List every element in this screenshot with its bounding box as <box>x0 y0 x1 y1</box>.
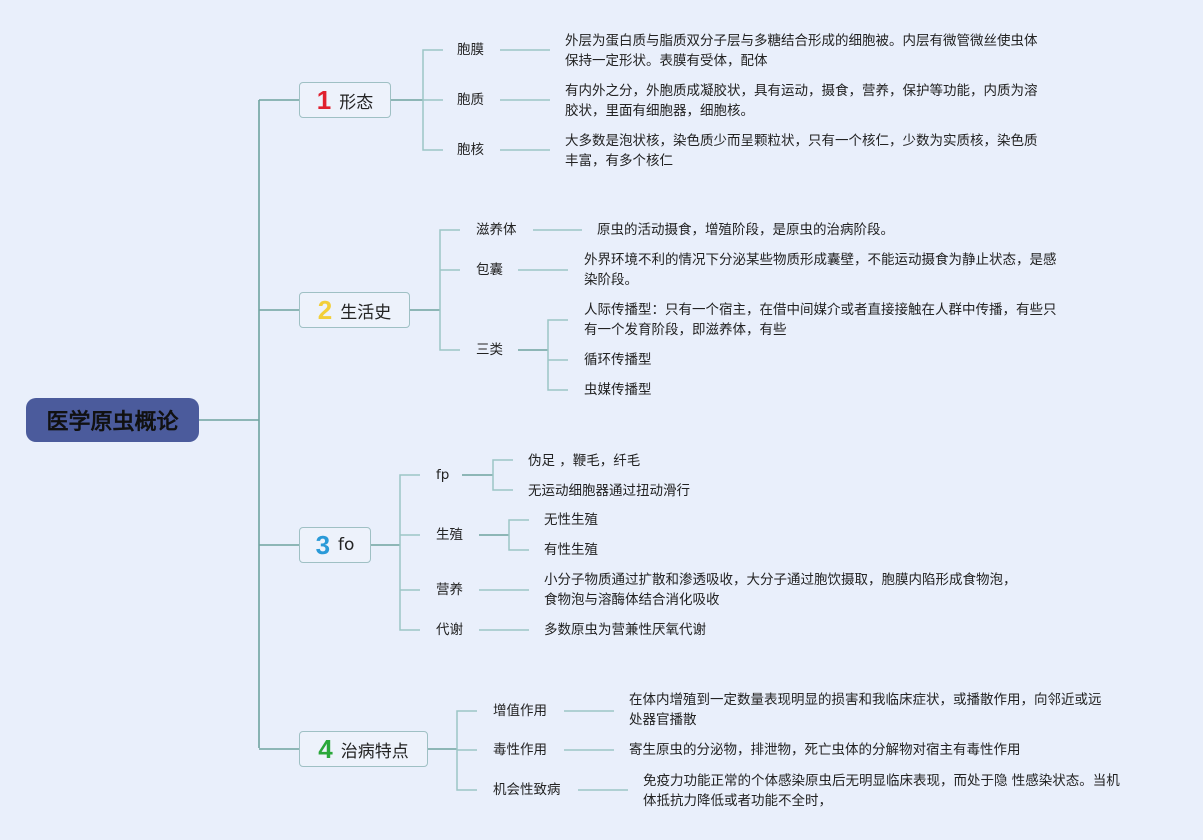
number-2-icon: 2 <box>317 294 333 325</box>
node-reproduction[interactable]: 生殖 <box>436 527 463 543</box>
node-three-types[interactable]: 三类 <box>476 342 503 358</box>
desc-line: 丰富，有多个核仁 <box>565 153 673 169</box>
branch-label: 生活史 <box>340 302 392 323</box>
sub-item: 无性生殖 <box>544 512 598 528</box>
desc-line: 处器官播散 <box>629 712 697 728</box>
desc-line: 原虫的活动摄食，增殖阶段，是原虫的治病阶段。 <box>597 222 894 238</box>
number-3-icon: 3 <box>315 529 331 560</box>
node-metabolism[interactable]: 代谢 <box>436 622 463 638</box>
branch-pathogenic-features[interactable]: 4 治病特点 <box>299 731 428 767</box>
sub-item: 伪足 ，鞭毛，纤毛 <box>528 453 641 469</box>
desc-line: 小分子物质通过扩散和渗透吸收，大分子通过胞饮摄取，胞膜内陷形成食物泡， <box>544 572 1017 588</box>
node-cell-membrane[interactable]: 胞膜 <box>457 42 484 58</box>
desc-line: 体抵抗力降低或者功能不全时， <box>643 793 832 809</box>
sub-item: 虫媒传播型 <box>584 382 652 398</box>
sub-item: 人际传播型：只有一个宿主，在借中间媒介或者直接接触在人群中传播，有些只 <box>584 302 1057 318</box>
node-cytoplasm[interactable]: 胞质 <box>457 92 484 108</box>
branch-label: 治病特点 <box>340 741 409 762</box>
node-nutrition[interactable]: 营养 <box>436 582 463 598</box>
branch-label: 形态 <box>339 92 374 113</box>
root-title: 医学原虫概论 <box>46 410 179 435</box>
branch-fo[interactable]: 3 fo <box>299 527 371 563</box>
desc-line: 免疫力功能正常的个体感染原虫后无明显临床表现，而处于隐 性感染状态。当机 <box>643 773 1120 789</box>
root-node[interactable]: 医学原虫概论 <box>26 398 199 442</box>
node-opportunistic[interactable]: 机会性致病 <box>493 782 561 798</box>
desc-line: 大多数是泡状核，染色质少而呈颗粒状，只有一个核仁，少数为实质核，染色质 <box>565 133 1038 149</box>
desc-line: 食物泡与溶酶体结合消化吸收 <box>544 592 720 608</box>
branch-label: fo <box>338 535 355 555</box>
branch-life-history[interactable]: 2 生活史 <box>299 292 410 328</box>
sub-item: 有性生殖 <box>544 542 598 558</box>
desc-line: 外层为蛋白质与脂质双分子层与多糖结合形成的细胞被。内层有微管微丝使虫体 <box>565 33 1038 49</box>
node-trophozoite[interactable]: 滋养体 <box>476 222 517 238</box>
node-nucleus[interactable]: 胞核 <box>457 142 484 158</box>
sub-item: 无运动细胞器通过扭动滑行 <box>528 483 690 499</box>
node-cyst[interactable]: 包囊 <box>476 262 503 278</box>
desc-line: 保持一定形状。表膜有受体，配体 <box>565 53 768 69</box>
desc-line: 寄生原虫的分泌物，排泄物，死亡虫体的分解物对宿主有毒性作用 <box>629 742 1021 758</box>
desc-line: 多数原虫为营兼性厌氧代谢 <box>544 622 706 638</box>
desc-line: 有内外之分，外胞质成凝胶状，具有运动，摄食，营养，保护等功能，内质为溶 <box>565 83 1038 99</box>
desc-line: 胶状，里面有细胞器，细胞核。 <box>565 103 754 119</box>
desc-line: 外界环境不利的情况下分泌某些物质形成囊壁，不能运动摄食为静止状态，是感 <box>584 252 1057 268</box>
node-proliferation[interactable]: 增值作用 <box>493 703 547 719</box>
node-fp[interactable]: fp <box>436 467 450 483</box>
node-toxicity[interactable]: 毒性作用 <box>493 742 547 758</box>
sub-item: 循环传播型 <box>584 352 652 368</box>
branch-morphology[interactable]: 1 形态 <box>299 82 391 118</box>
number-4-icon: 4 <box>318 733 333 764</box>
number-1-icon: 1 <box>316 84 332 115</box>
desc-line: 染阶段。 <box>584 272 638 288</box>
desc-line: 在体内增殖到一定数量表现明显的损害和我临床症状，或播散作用，向邻近或远 <box>629 692 1102 708</box>
sub-item: 有一个发育阶段，即滋养体，有些 <box>584 322 787 338</box>
